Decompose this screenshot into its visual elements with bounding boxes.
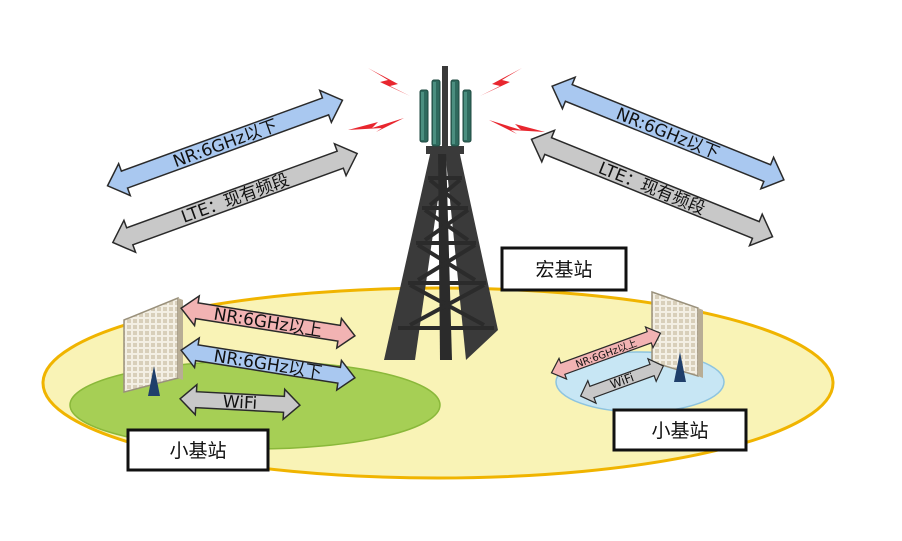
arrow-wifi-right: WiFi (579, 357, 665, 405)
macro-station-label: 宏基站 (500, 246, 628, 292)
svg-text:小基站: 小基站 (651, 420, 708, 442)
svg-text:宏基站: 宏基站 (535, 259, 592, 281)
small-station-label-right: 小基站 (612, 408, 748, 452)
arrow-label: LTE：现有频段 (595, 158, 708, 219)
macro-tower-icon (384, 66, 498, 360)
arrow-nr-below-6ghz-top-left: NR:6GHz以下 (106, 89, 344, 197)
arrow-label: LTE：现有频段 (179, 170, 292, 228)
svg-text:小基站: 小基站 (169, 440, 226, 462)
arrow-label: NR:6GHz以下 (171, 116, 281, 172)
small-cell-left-antenna-icon (123, 296, 183, 396)
arrow-nr-below-6ghz-top-right: NR:6GHz以下 (551, 75, 785, 191)
small-station-label-left: 小基站 (126, 428, 270, 472)
arrow-label: NR:6GHz以下 (613, 104, 722, 164)
arrow-lte-top-left: LTE：现有频段 (111, 142, 359, 254)
arrow-label: WiFi (222, 392, 257, 414)
arrow-lte-top-right: LTE：现有频段 (530, 128, 774, 248)
signal-bolt-icon (348, 68, 545, 134)
arrow-wifi-left: WiFi (178, 383, 302, 421)
